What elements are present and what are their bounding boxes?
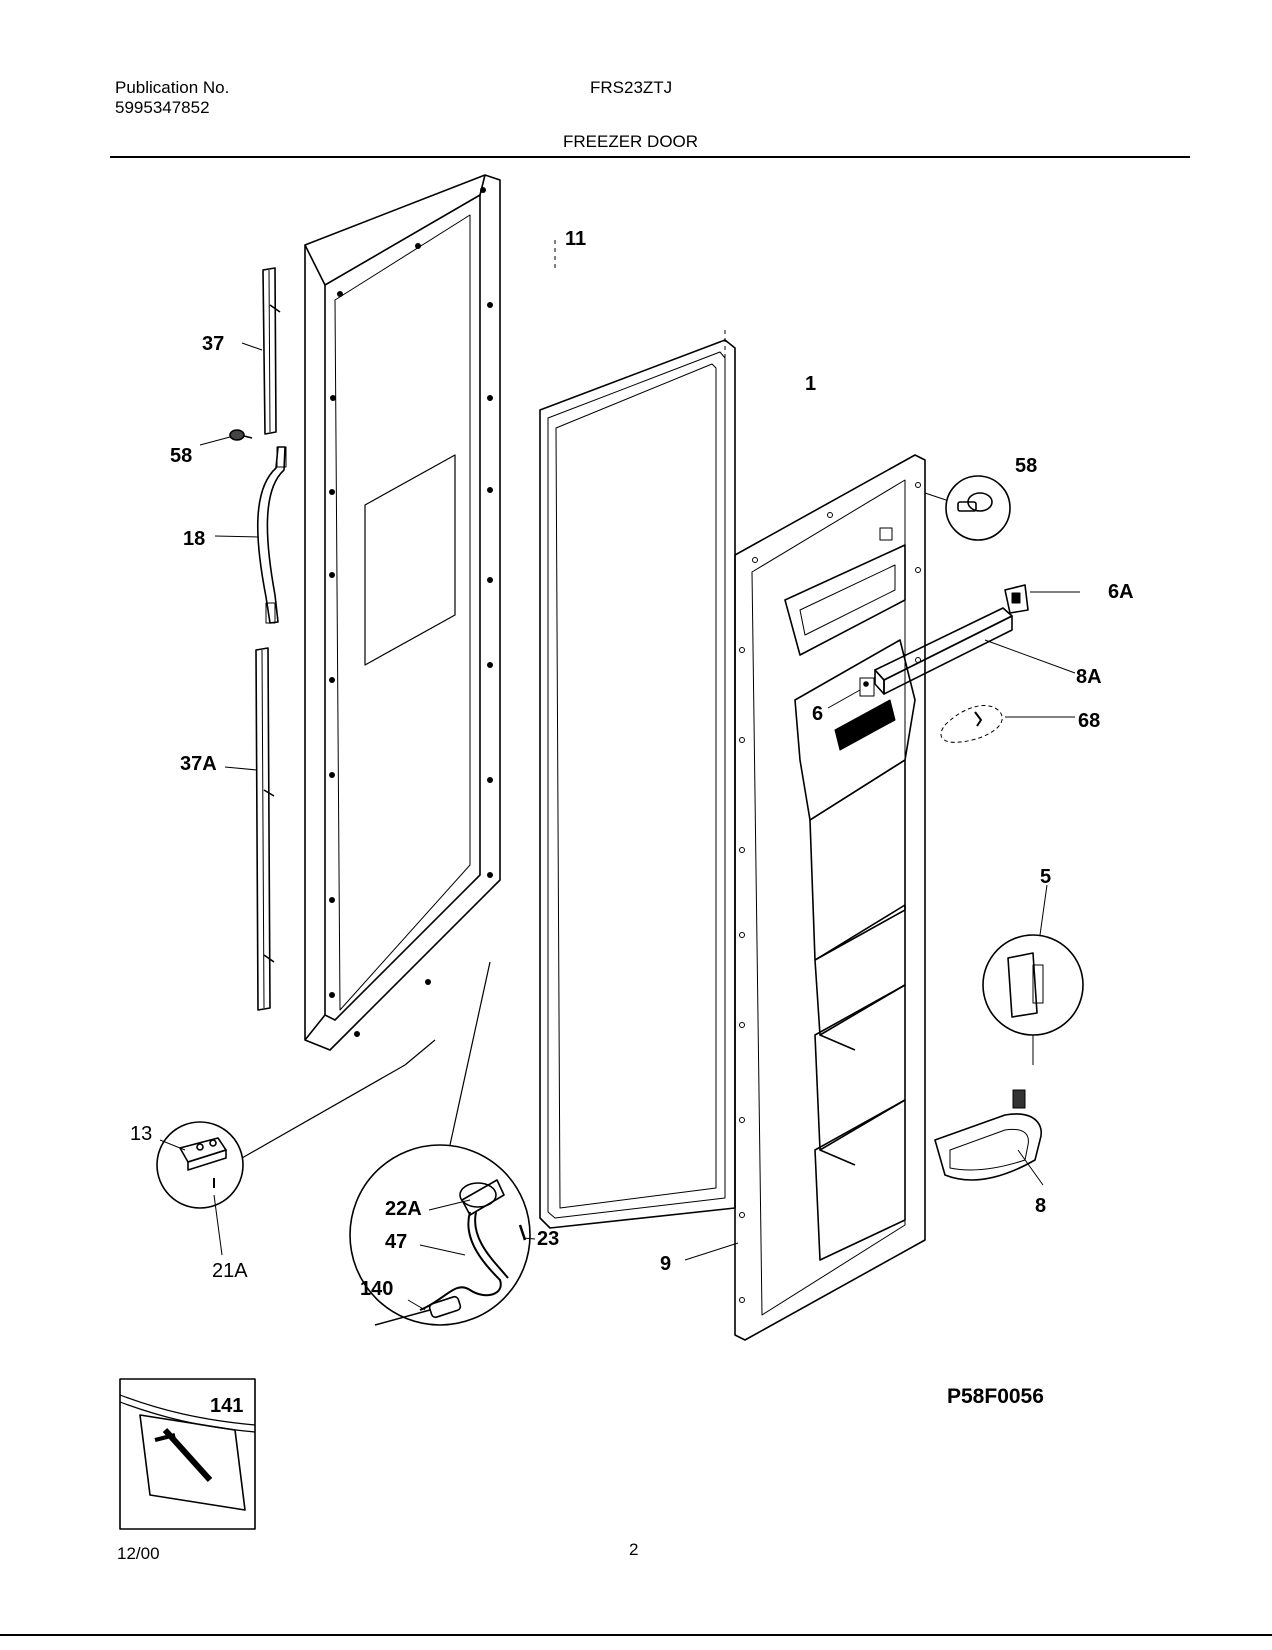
callout-21a: 21A (212, 1260, 248, 1282)
door-gasket-part (539, 339, 736, 1229)
screw-detail-circle (924, 475, 1011, 541)
diagram-code: P58F0056 (947, 1385, 1044, 1408)
callout-11: 11 (565, 228, 586, 250)
callout-22a: 22A (385, 1198, 422, 1220)
publication-number: 5995347852 (115, 98, 210, 117)
hinge-13-detail-circle (156, 1039, 436, 1209)
rail-8a-part (874, 607, 1013, 695)
callout-13: 13 (130, 1123, 152, 1145)
callout-6: 6 (812, 703, 823, 725)
callout-9: 9 (660, 1253, 671, 1275)
callout-8: 8 (1035, 1195, 1046, 1217)
callout-140: 140 (360, 1278, 393, 1300)
callout-5: 5 (1040, 866, 1051, 888)
section-title: FREEZER DOOR (563, 132, 699, 151)
model-number: FRS23ZTJ (590, 78, 673, 97)
footer-date: 12/00 (117, 1544, 160, 1563)
screw-left-part (229, 429, 253, 441)
page-number: 2 (629, 1540, 639, 1559)
callout-8a: 8A (1076, 666, 1102, 688)
callout-141: 141 (210, 1395, 243, 1417)
callout-58-right: 58 (1015, 455, 1037, 477)
callout-58-left: 58 (170, 445, 192, 467)
callout-23: 23 (537, 1228, 559, 1250)
door-frame-part (304, 174, 501, 1051)
footer-divider (0, 1634, 1272, 1636)
header-divider (110, 156, 1190, 158)
clip-6a-part (1004, 584, 1029, 614)
clip-5-detail-circle (982, 934, 1084, 1065)
handle-part (256, 446, 287, 624)
bracket-8-part (934, 1089, 1042, 1181)
tool-141-box (119, 1378, 256, 1530)
upper-trim-part (262, 267, 281, 435)
callout-18: 18 (183, 528, 205, 550)
inner-door-panel-part (734, 454, 926, 1341)
callout-37: 37 (202, 333, 224, 355)
callout-37a: 37A (180, 753, 217, 775)
wire-68-part (940, 705, 1003, 743)
callout-1: 1 (805, 373, 816, 395)
callout-68: 68 (1078, 710, 1100, 732)
light-socket-detail-circle (349, 961, 531, 1326)
callout-47: 47 (385, 1231, 407, 1253)
lower-trim-part (255, 647, 275, 1011)
callout-leaders (159, 240, 1080, 1311)
publication-label: Publication No. (115, 78, 230, 97)
callout-6a: 6A (1108, 581, 1134, 603)
switch-6-part (859, 677, 875, 697)
